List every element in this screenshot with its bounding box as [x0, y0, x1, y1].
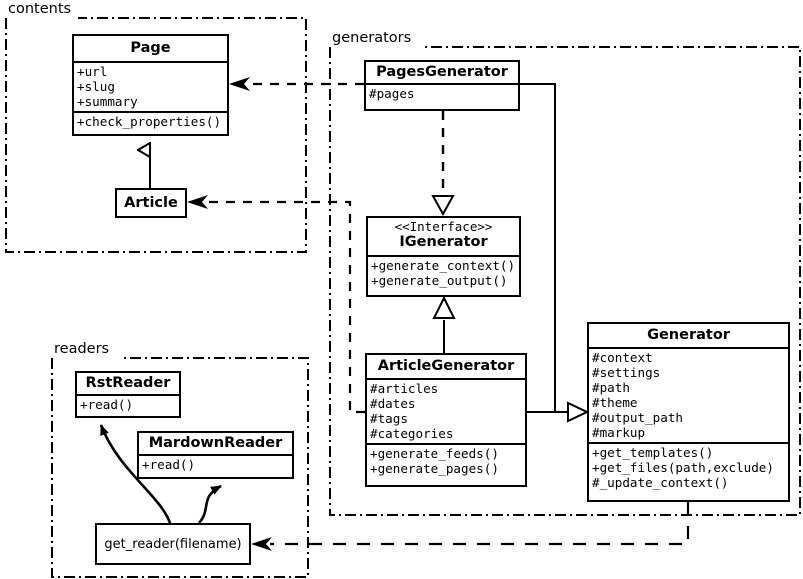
class-name-pages-generator: PagesGenerator [376, 64, 508, 80]
class-name-generator: Generator [647, 327, 730, 343]
class-member: +check_properties() [77, 114, 222, 130]
class-operations-page: +check_properties() [74, 111, 227, 131]
class-attributes-generator: #context #settings #path #theme #output_… [589, 347, 788, 442]
package-label-generators: generators [330, 30, 414, 46]
package-frame-readers [51, 357, 309, 578]
function-box-get-reader[interactable]: get_reader(filename) [95, 523, 251, 565]
class-attributes-article-generator: #articles #dates #tags #categories [367, 378, 525, 443]
class-name-mardown-reader: MardownReader [148, 435, 283, 451]
class-box-generator[interactable]: Generator #context #settings #path #them… [587, 322, 790, 502]
class-name-article: Article [124, 194, 178, 211]
class-member: +generate_feeds() [370, 446, 499, 462]
class-name-page: Page [130, 40, 171, 56]
class-operations-article-generator: +generate_feeds() +generate_pages() [367, 443, 525, 478]
package-label-contents: contents [6, 1, 74, 17]
class-stereotype-igenerator: <<Interface>> [394, 219, 493, 234]
class-member: #pages [369, 86, 415, 102]
edge-articlegenerator-uses-article [187, 195, 365, 414]
class-operations-igenerator: +generate_context() +generate_output() [368, 254, 519, 290]
class-member: #output_path [592, 410, 683, 426]
class-member: +read() [142, 457, 196, 473]
class-member: #dates [370, 396, 416, 412]
class-member: #settings [592, 365, 661, 381]
class-member: +generate_pages() [370, 461, 499, 477]
function-label-get-reader: get_reader(filename) [104, 536, 242, 552]
edge-pagesgenerator-realizes-igenerator [431, 111, 455, 217]
class-member: +generate_output() [371, 272, 508, 288]
class-attributes-page: +url +slug +summary [74, 61, 227, 111]
class-member: +summary [77, 94, 138, 110]
edge-generator-uses-get-reader [251, 502, 690, 551]
class-member: #path [592, 380, 630, 396]
class-member: +read() [80, 397, 134, 413]
class-operations-generator: +get_templates() +get_files(path,exclude… [589, 442, 788, 492]
class-name-article-generator: ArticleGenerator [377, 358, 515, 374]
class-member: #categories [370, 426, 454, 442]
edge-articlegenerator-extends-generator [527, 401, 590, 423]
class-member: #tags [370, 411, 408, 427]
class-box-article[interactable]: Article [115, 188, 187, 218]
class-member: +url [77, 64, 108, 80]
class-member: +get_files(path,exclude) [592, 460, 774, 476]
class-member: #articles [370, 381, 439, 397]
class-box-rst-reader[interactable]: RstReader +read() [75, 371, 181, 418]
edge-get-reader-returns-rstreader [99, 424, 172, 524]
class-box-page[interactable]: Page +url +slug +summary +check_properti… [72, 34, 229, 136]
package-label-readers: readers [52, 341, 112, 357]
class-name-rst-reader: RstReader [85, 375, 171, 391]
class-box-article-generator[interactable]: ArticleGenerator #articles #dates #tags … [365, 353, 527, 487]
class-member: #theme [592, 395, 638, 411]
package-frame-contents [5, 17, 307, 253]
class-box-igenerator[interactable]: <<Interface>> IGenerator +generate_conte… [366, 216, 521, 297]
class-member: #context [592, 350, 653, 366]
class-box-mardown-reader[interactable]: MardownReader +read() [137, 431, 294, 479]
class-member: #markup [592, 425, 646, 441]
edge-get-reader-returns-mardownreader [197, 484, 222, 524]
class-box-pages-generator[interactable]: PagesGenerator #pages [364, 60, 520, 111]
class-attributes-pages-generator: #pages [366, 83, 518, 103]
class-operations-rst-reader: +read() [77, 394, 179, 414]
class-operations-mardown-reader: +read() [139, 454, 292, 474]
class-member: #_update_context() [592, 475, 729, 491]
class-member: +get_templates() [592, 445, 714, 461]
class-member: +slug [77, 79, 115, 95]
edge-pagesgenerator-extends-generator [520, 83, 556, 412]
class-name-igenerator: IGenerator [399, 234, 488, 251]
edge-articlegenerator-extends-igenerator [432, 295, 456, 353]
edge-pagesgenerator-uses-page [229, 77, 364, 91]
class-member: +generate_context() [371, 257, 516, 273]
